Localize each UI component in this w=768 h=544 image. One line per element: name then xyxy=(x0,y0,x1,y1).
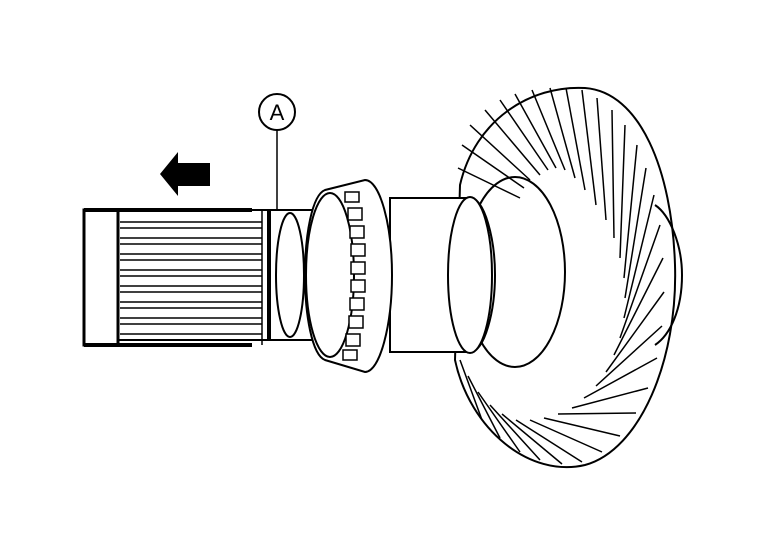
shaft-shoulder xyxy=(447,196,493,354)
callout-a: A xyxy=(258,93,296,210)
gear-teeth xyxy=(457,87,665,465)
gear-back-hub xyxy=(654,204,684,346)
callout-label: A xyxy=(270,100,285,125)
left-arrow-icon xyxy=(160,152,210,196)
spline-body xyxy=(117,209,269,341)
spline-end-face xyxy=(82,208,120,347)
taper-bearing xyxy=(303,178,394,374)
bearing-inner-ring xyxy=(305,192,355,358)
spline-teeth xyxy=(120,221,262,335)
bearing-rollers xyxy=(342,191,366,361)
splined-end xyxy=(82,208,269,347)
